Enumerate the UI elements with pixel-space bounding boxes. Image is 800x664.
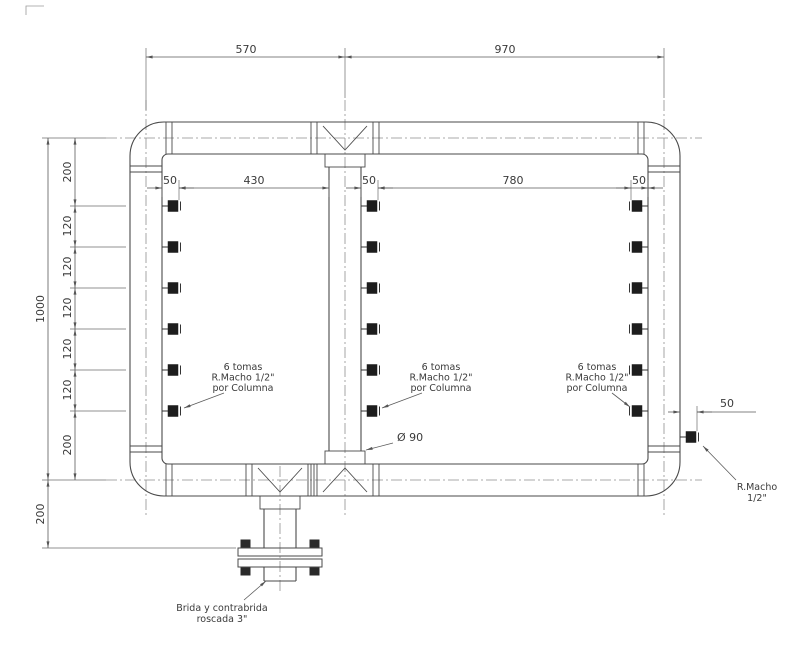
dimension-top: 570 970 — [145, 43, 665, 110]
tap-fitting — [161, 282, 181, 294]
tap-fitting — [360, 323, 380, 335]
note-line: R.Macho 1/2" — [211, 373, 274, 384]
tap-fitting — [161, 323, 181, 335]
dim-chain-3: 120 — [61, 257, 74, 278]
tap-fitting — [629, 200, 649, 212]
tap-fitting — [360, 364, 380, 376]
tap-fitting — [161, 241, 181, 253]
dim-chain-2: 120 — [61, 216, 74, 237]
tap-fitting-outward — [679, 431, 699, 443]
tap-fitting — [629, 323, 649, 335]
dim-top-left: 570 — [236, 43, 257, 56]
diameter-callout: Ø 90 — [365, 431, 423, 451]
note-line: R.Macho 1/2" — [409, 373, 472, 384]
tap-fitting — [629, 405, 649, 417]
dim-top-right: 970 — [495, 43, 516, 56]
tap-fitting — [360, 282, 380, 294]
note-column-right: 6 tomas R.Macho 1/2" por Columna — [565, 362, 631, 408]
note-line: 6 tomas — [578, 362, 617, 373]
flange-bolt — [309, 567, 320, 576]
note-line: por Columna — [213, 383, 274, 394]
pipe-frame — [129, 121, 681, 497]
tap-fitting — [360, 405, 380, 417]
dim-inner-2: 430 — [244, 174, 265, 187]
top-tee-fitting — [310, 122, 380, 168]
tap-fitting — [629, 282, 649, 294]
dim-left-total: 1000 — [34, 295, 47, 323]
flange-bolt — [240, 539, 251, 548]
note-column-left: 6 tomas R.Macho 1/2" por Columna — [183, 362, 275, 409]
note-line: R.Macho — [737, 482, 778, 493]
tap-fitting — [629, 364, 649, 376]
middle-column-pipe — [328, 167, 362, 451]
border-corner-mark — [25, 5, 44, 15]
flange-plate-upper — [237, 547, 323, 557]
tap-fitting — [161, 405, 181, 417]
bottom-tee-fitting — [310, 450, 380, 496]
note-line: R.Macho 1/2" — [565, 373, 628, 384]
dim-inner-5: 50 — [632, 174, 646, 187]
tap-fitting — [360, 200, 380, 212]
dim-inner-3: 50 — [362, 174, 376, 187]
flange-plate-lower — [237, 558, 323, 568]
tap-fittings — [161, 200, 699, 443]
tap-fitting — [161, 200, 181, 212]
dimension-left: 1000 200 120 120 120 120 120 200 200 — [34, 137, 236, 549]
tap-fitting — [161, 364, 181, 376]
branch-tee-fitting — [245, 464, 315, 510]
dim-chain-6: 120 — [61, 380, 74, 401]
tap-fitting — [629, 241, 649, 253]
dim-inner-1: 50 — [163, 174, 177, 187]
dim-chain-1: 200 — [61, 162, 74, 183]
note-line: roscada 3" — [197, 614, 248, 625]
flange-bolt — [309, 539, 320, 548]
tap-fitting — [360, 241, 380, 253]
centerlines — [106, 100, 702, 594]
dim-chain-5: 120 — [61, 339, 74, 360]
dim-diameter: Ø 90 — [397, 431, 423, 444]
note-flange: Brida y contrabrida roscada 3" — [176, 580, 268, 625]
note-line: por Columna — [567, 383, 628, 394]
dim-chain-7: 200 — [61, 435, 74, 456]
note-line: 6 tomas — [224, 362, 263, 373]
flange-assembly — [237, 509, 323, 582]
note-line: 1/2" — [747, 493, 767, 504]
dim-inner-4: 780 — [503, 174, 524, 187]
dimension-inner-row: 50 430 50 780 50 — [147, 174, 663, 200]
note-line: por Columna — [411, 383, 472, 394]
dimension-right-tap: 50 — [668, 397, 756, 431]
dim-bottom-left: 200 — [34, 504, 47, 525]
note-column-middle: 6 tomas R.Macho 1/2" por Columna — [381, 362, 473, 409]
note-line: 6 tomas — [422, 362, 461, 373]
note-right-tap: R.Macho 1/2" — [702, 445, 778, 504]
dim-chain-4: 120 — [61, 298, 74, 319]
dim-tap-protrusion: 50 — [720, 397, 734, 410]
flange-bolt — [240, 567, 251, 576]
note-line: Brida y contrabrida — [176, 603, 268, 614]
